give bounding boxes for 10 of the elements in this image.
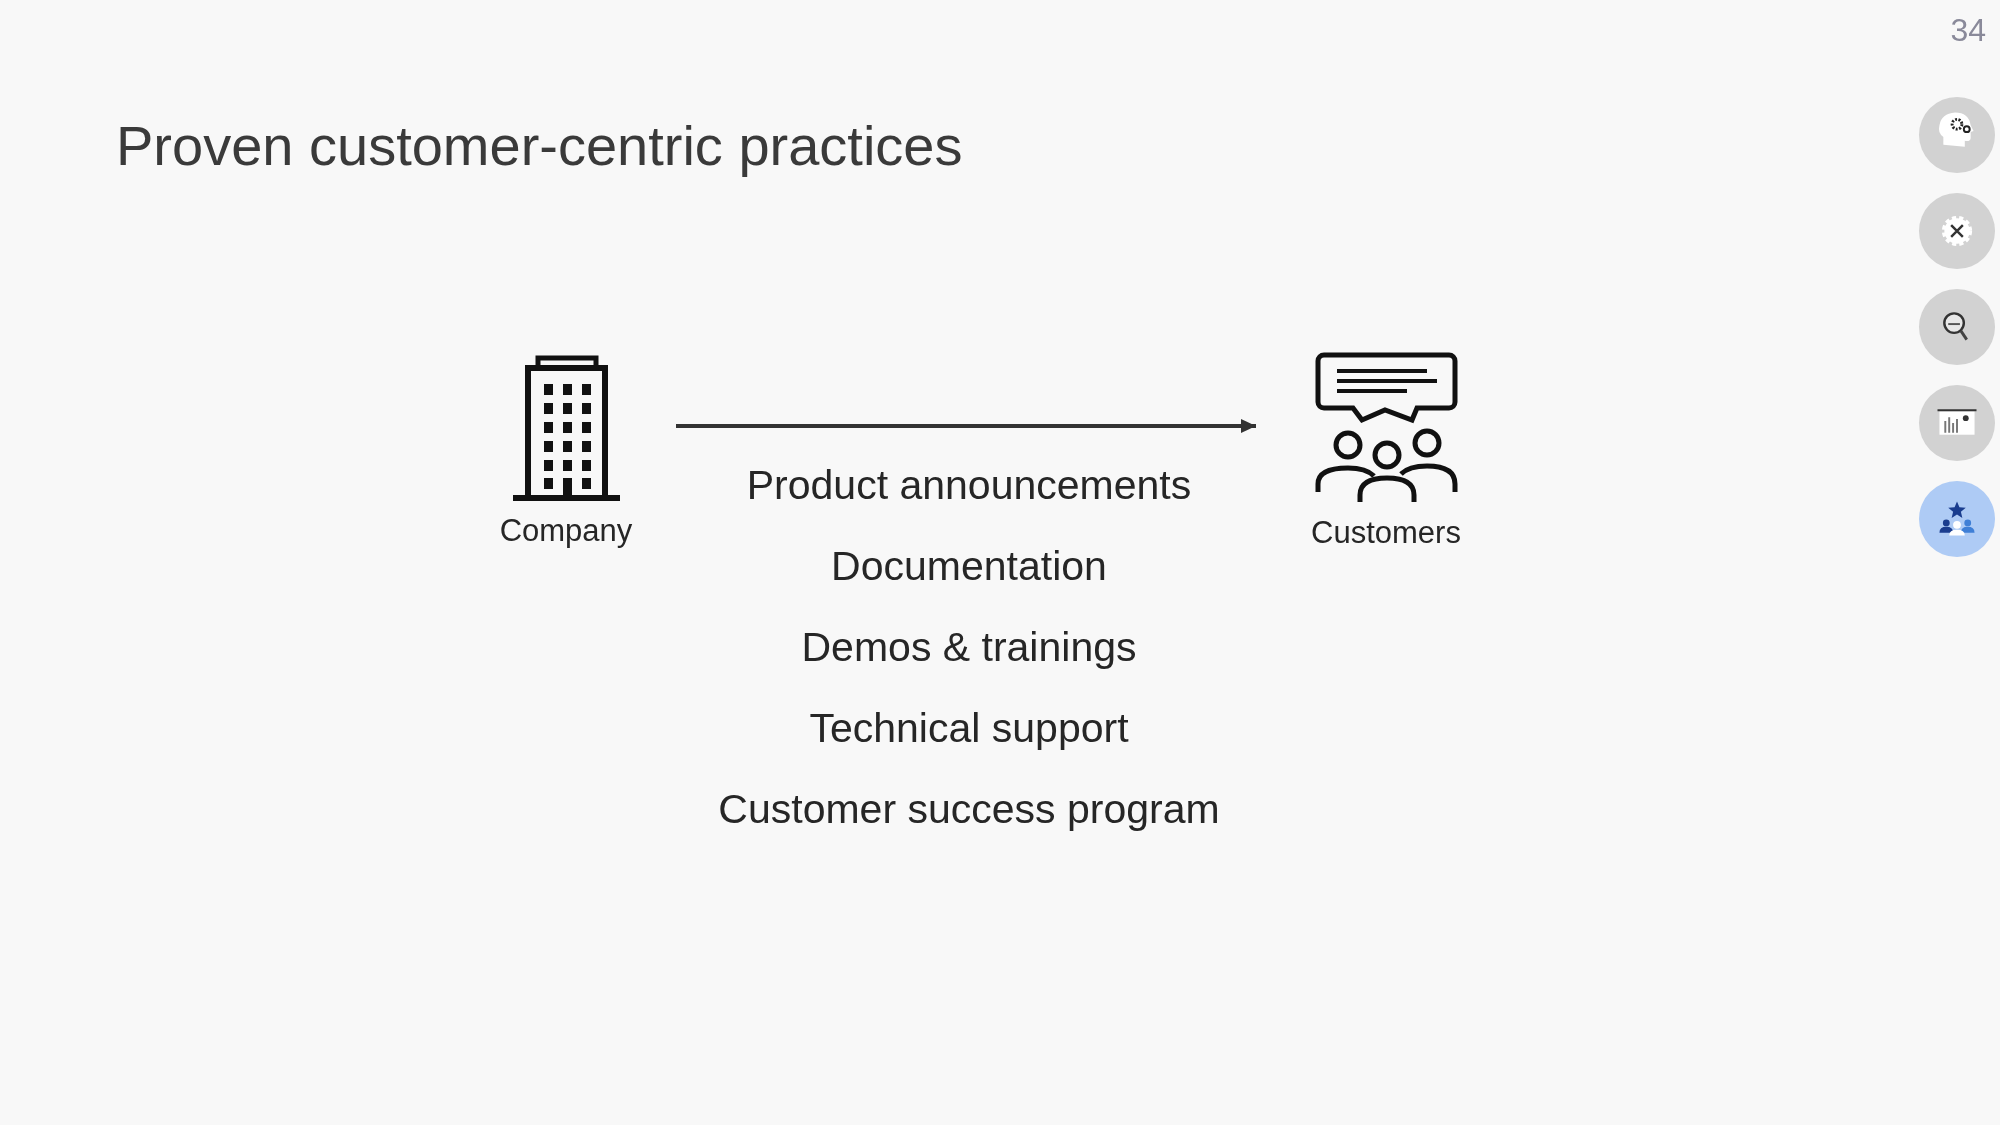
page-number: 34 [1950,11,1986,50]
practice-item: Customer success program [718,785,1220,834]
slide-title: Proven customer-centric practices [116,113,963,179]
practice-item: Documentation [831,542,1107,591]
practice-item: Technical support [809,704,1129,753]
arrow [676,419,1256,433]
practice-item: Demos & trainings [801,623,1137,672]
node-label: Customers [1311,514,1461,552]
node-label: Company [499,512,633,550]
practice-item: Product announcements [746,461,1192,510]
